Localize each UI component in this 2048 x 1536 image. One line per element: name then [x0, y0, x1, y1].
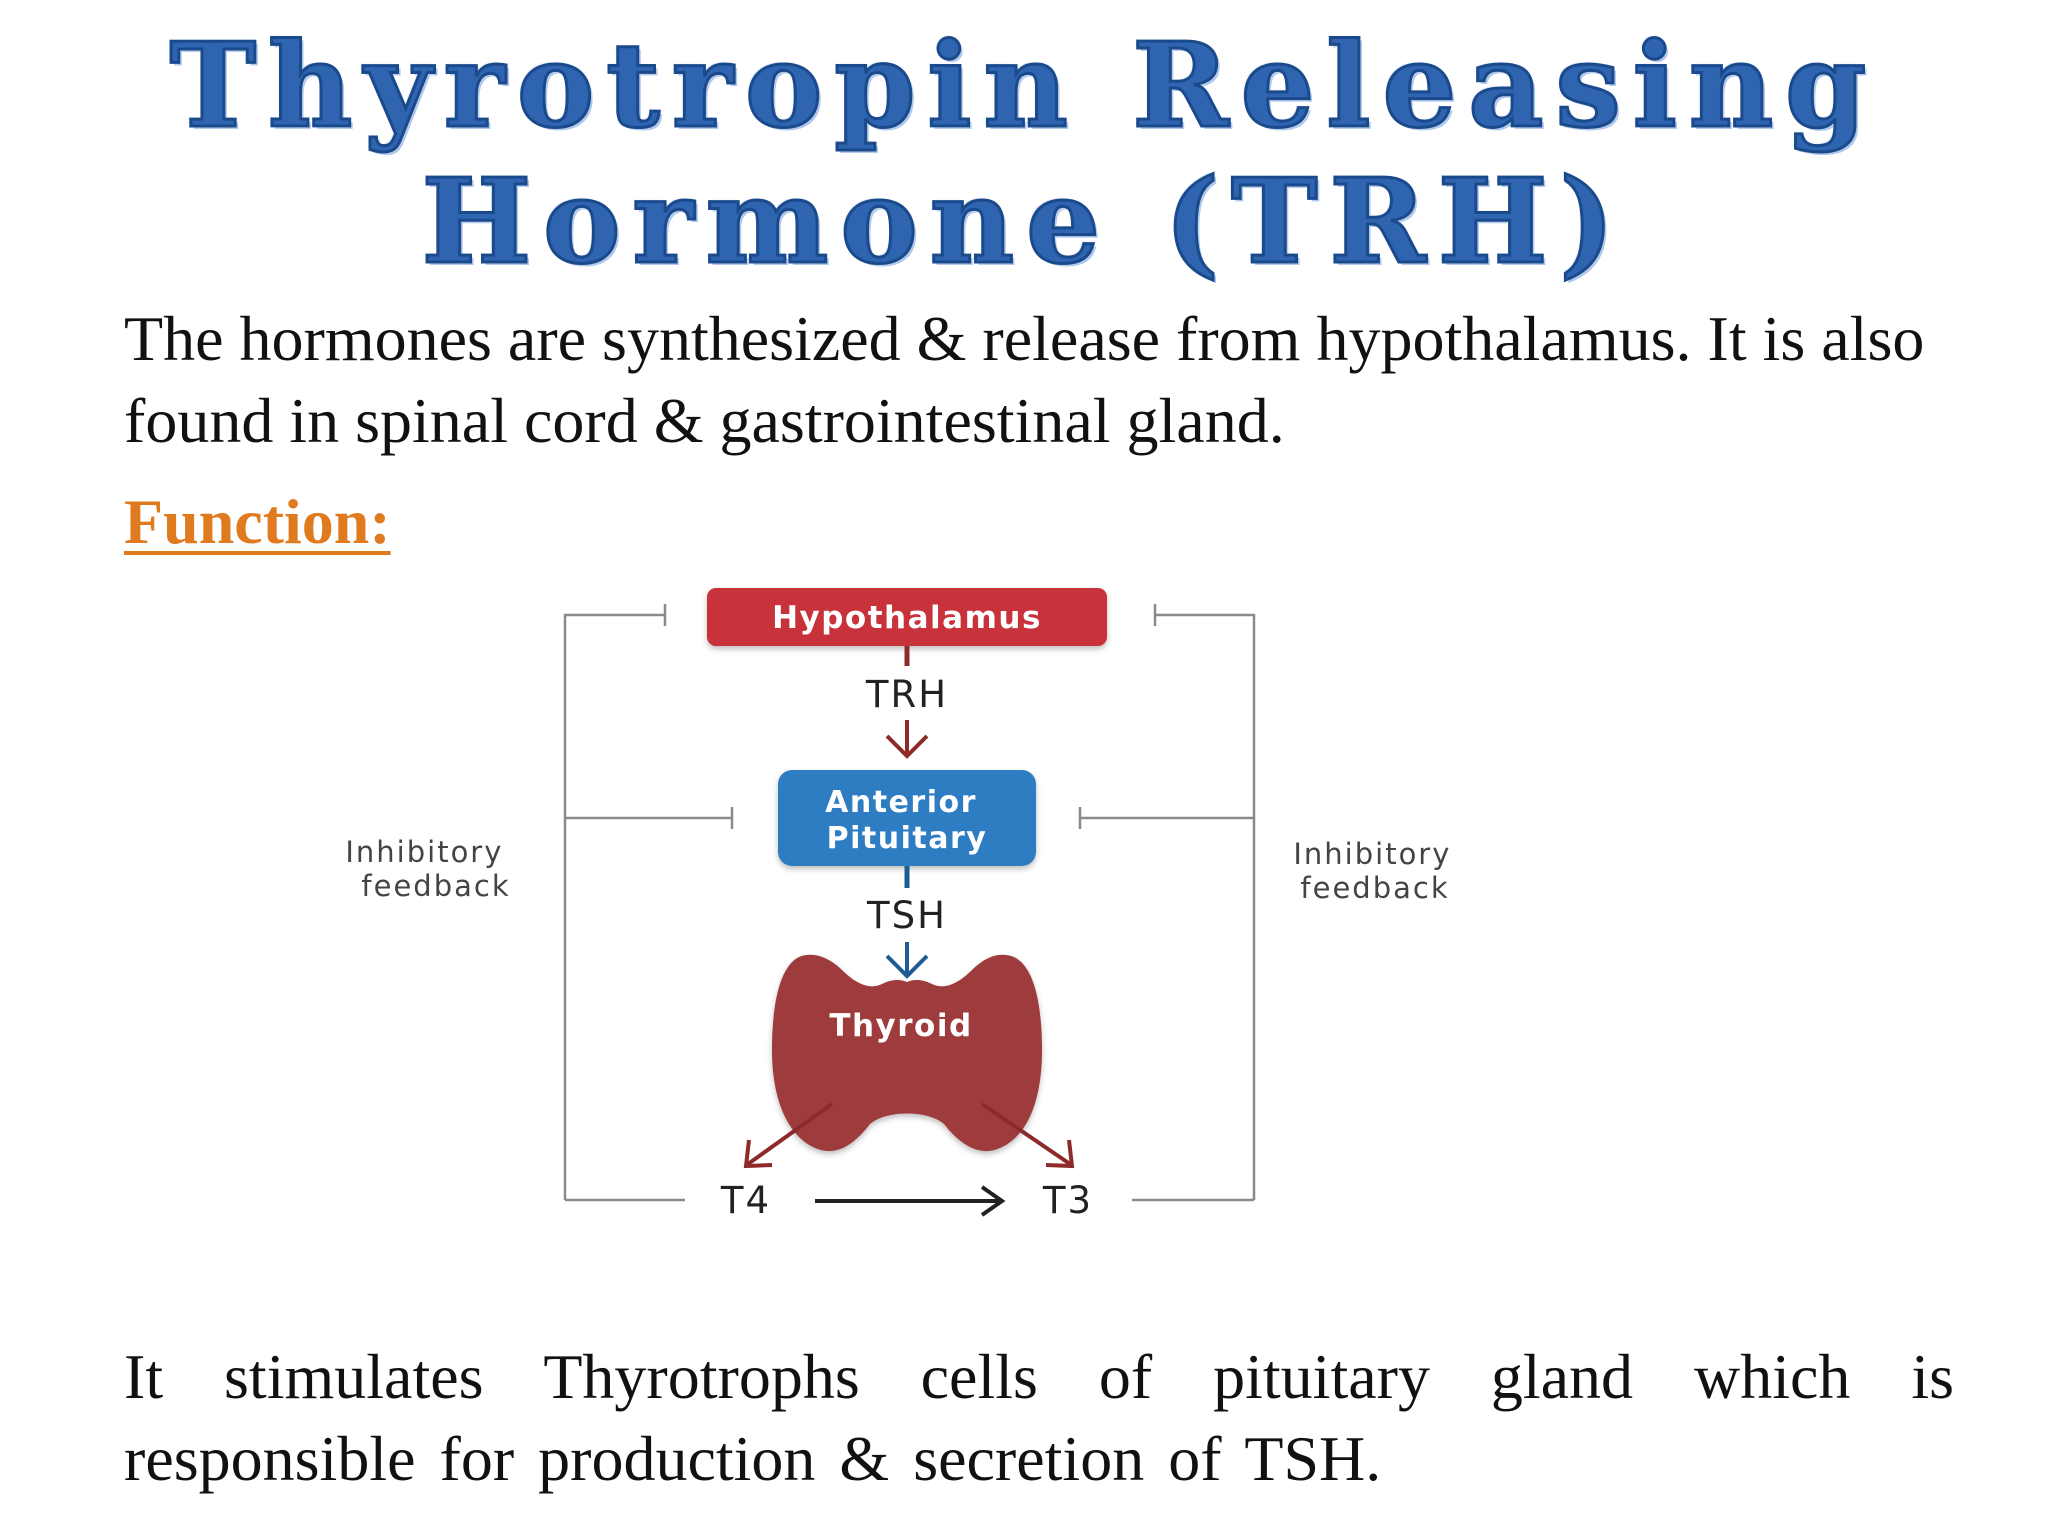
t4-output-arrow-stem [746, 1102, 834, 1166]
t4-to-t3-arrow-head [980, 1185, 1006, 1217]
tsh-arrow-head [885, 954, 929, 979]
trh-label: TRH [865, 673, 948, 716]
hypothalamus-label: Hypothalamus [772, 600, 1042, 636]
t3-output-arrow-stem [980, 1102, 1072, 1166]
anterior-pituitary-box [778, 770, 1036, 866]
anterior-label-line2: Pituitary [827, 821, 988, 856]
left-feedback-label-line1: Inhibitory [345, 835, 503, 869]
t4-label: T4 [720, 1179, 771, 1222]
function-heading: Function: [124, 486, 391, 557]
right-feedback-label-line2: feedback [1300, 871, 1449, 905]
anterior-label-line1: Anterior [825, 785, 977, 820]
t4-output-arrow-head [743, 1139, 773, 1169]
t3-label: T3 [1042, 1179, 1093, 1222]
left-feedback-outer-line [563, 613, 665, 1200]
trh-feedback-diagram: Inhibitory feedback Inhibitory feedback … [345, 588, 1462, 1222]
anterior-pituitary-label: Anterior Pituitary [825, 785, 989, 856]
intro-paragraph: The hormones are synthesized & release f… [124, 303, 1925, 456]
t3-output-arrow-head [1045, 1139, 1075, 1169]
thyroid-label: Thyroid [829, 1008, 972, 1044]
hypothalamus-box [707, 588, 1107, 646]
trh-arrow-head [885, 734, 929, 759]
thyroid-shape [772, 954, 1042, 1152]
right-feedback-label: Inhibitory feedback [1293, 837, 1462, 905]
right-feedback-label-line1: Inhibitory [1293, 837, 1451, 871]
right-feedback-lines [1078, 604, 1256, 1202]
left-feedback-label: Inhibitory feedback [345, 835, 514, 903]
left-feedback-label-line2: feedback [361, 869, 510, 903]
title-line-1: Thyrotropin Releasing [168, 17, 1879, 156]
slide-title: Thyrotropin Releasing Hormone (TRH) [0, 17, 2048, 292]
closing-paragraph: It stimulates Thyrotrophs cells of pitui… [124, 1341, 1954, 1494]
title-line-2: Hormone (TRH) [420, 153, 1627, 292]
left-feedback-lines [563, 604, 734, 1202]
tsh-label: TSH [866, 894, 947, 937]
right-feedback-outer-line [1155, 613, 1256, 1200]
